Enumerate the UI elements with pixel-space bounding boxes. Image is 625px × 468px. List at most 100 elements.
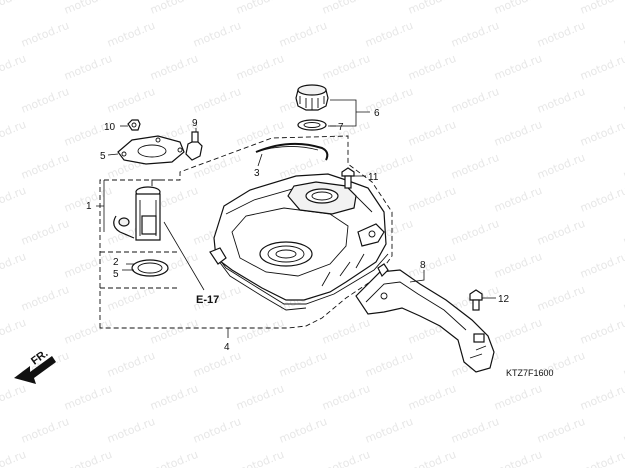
watermark-text: motod.ru <box>277 415 329 446</box>
watermark-text: motod.ru <box>0 250 28 281</box>
watermark-text: motod.ru <box>578 250 625 281</box>
watermark-text: motod.ru <box>0 382 28 413</box>
callout-11: 11 <box>368 172 379 183</box>
diagram-code: KTZ7F1600 <box>506 368 554 378</box>
watermark-text: motod.ru <box>19 283 71 314</box>
watermark-text: motod.ru <box>19 85 71 116</box>
watermark-text: motod.ru <box>62 250 114 281</box>
watermark-text: motod.ru <box>492 382 544 413</box>
watermark-text: motod.ru <box>578 316 625 347</box>
watermark-text: motod.ru <box>191 19 243 50</box>
watermark-text: motod.ru <box>406 118 458 149</box>
watermark-text: motod.ru <box>234 448 286 468</box>
pump-seal-ring <box>131 259 169 277</box>
watermark-text: motod.ru <box>105 415 157 446</box>
reference-e17: E-17 <box>196 294 219 306</box>
watermark-text: motod.ru <box>492 0 544 17</box>
assembly-boundary <box>99 135 393 329</box>
watermark-text: motod.ru <box>148 448 200 468</box>
watermark-text: motod.ru <box>234 382 286 413</box>
watermark-text: motod.ru <box>449 415 501 446</box>
watermark-text: motod.ru <box>62 52 114 83</box>
watermark-text: motod.ru <box>578 52 625 83</box>
watermark-text: motod.ru <box>492 250 544 281</box>
watermark-text: motod.ru <box>234 118 286 149</box>
callout-12: 12 <box>498 294 510 305</box>
watermark-text: motod.ru <box>0 52 28 83</box>
watermark-text: motod.ru <box>363 19 415 50</box>
watermark-text: motod.ru <box>406 448 458 468</box>
watermark-text: motod.ru <box>621 151 625 182</box>
watermark-text: motod.ru <box>363 349 415 380</box>
watermark-text: motod.ru <box>0 118 28 149</box>
watermark-text: motod.ru <box>277 19 329 50</box>
callout-3: 3 <box>254 168 260 179</box>
callout-7: 7 <box>338 122 344 133</box>
callout-8: 8 <box>420 260 426 271</box>
watermark-text: motod.ru <box>105 349 157 380</box>
watermark-text: motod.ru <box>0 316 28 347</box>
watermark-text: motod.ru <box>19 19 71 50</box>
watermark-text: motod.ru <box>320 382 372 413</box>
watermark-text: motod.ru <box>492 448 544 468</box>
watermark-text: motod.ru <box>449 19 501 50</box>
callout-10: 10 <box>104 122 116 133</box>
watermark-text: motod.ru <box>406 52 458 83</box>
watermark-text: motod.ru <box>492 184 544 215</box>
watermark-text: motod.ru <box>406 250 458 281</box>
watermark-text: motod.ru <box>148 0 200 17</box>
watermark-text: motod.ru <box>19 151 71 182</box>
watermark-text: motod.ru <box>578 0 625 17</box>
watermark-text: motod.ru <box>191 349 243 380</box>
watermark-text: motod.ru <box>191 85 243 116</box>
watermark-text: motod.ru <box>105 19 157 50</box>
watermark-text: motod.ru <box>0 184 28 215</box>
watermark-text: motod.ru <box>363 415 415 446</box>
watermark-text: motod.ru <box>320 52 372 83</box>
watermark-text: motod.ru <box>19 415 71 446</box>
watermark-text: motod.ru <box>578 448 625 468</box>
hose-fitting <box>185 131 203 161</box>
watermark-text: motod.ru <box>406 184 458 215</box>
watermark-text: motod.ru <box>621 349 625 380</box>
watermark-text: motod.ru <box>449 151 501 182</box>
watermark-text: motod.ru <box>621 217 625 248</box>
watermark-text: motod.ru <box>105 283 157 314</box>
leader-lines <box>96 99 496 338</box>
watermark-text: motod.ru <box>535 85 587 116</box>
watermark-text: motod.ru <box>62 448 114 468</box>
watermark-text: motod.ru <box>449 217 501 248</box>
callout-5-lower: 5 <box>113 269 119 280</box>
nut-10 <box>127 119 141 131</box>
front-direction-arrow-icon <box>14 356 56 384</box>
watermark-text: motod.ru <box>320 118 372 149</box>
callout-4: 4 <box>224 342 230 353</box>
watermark-text: motod.ru <box>492 118 544 149</box>
watermark-text: motod.ru <box>234 316 286 347</box>
cap-gasket <box>297 119 327 131</box>
watermark-text: motod.ru <box>621 415 625 446</box>
watermark-text: motod.ru <box>62 0 114 17</box>
watermark-text: motod.ru <box>535 283 587 314</box>
watermark-text: motod.ru <box>578 118 625 149</box>
watermark-text: motod.ru <box>621 85 625 116</box>
watermark-text: motod.ru <box>535 415 587 446</box>
callout-2: 2 <box>113 257 119 268</box>
fuel-tank <box>209 173 389 311</box>
watermark-text: motod.ru <box>320 0 372 17</box>
watermark-text: motod.ru <box>621 283 625 314</box>
callout-9: 9 <box>192 118 198 129</box>
pump-retainer-plate <box>117 135 185 165</box>
watermark-text: motod.ru <box>277 349 329 380</box>
watermark-text: motod.ru <box>19 217 71 248</box>
callout-5-upper: 5 <box>100 151 106 162</box>
watermark-text: motod.ru <box>105 85 157 116</box>
watermark-text: motod.ru <box>148 52 200 83</box>
watermark-text: motod.ru <box>492 316 544 347</box>
watermark-text: motod.ru <box>148 316 200 347</box>
bolt-11 <box>341 167 355 189</box>
watermark-text: motod.ru <box>0 448 28 468</box>
set-ring <box>255 142 329 161</box>
watermark-text: motod.ru <box>578 382 625 413</box>
